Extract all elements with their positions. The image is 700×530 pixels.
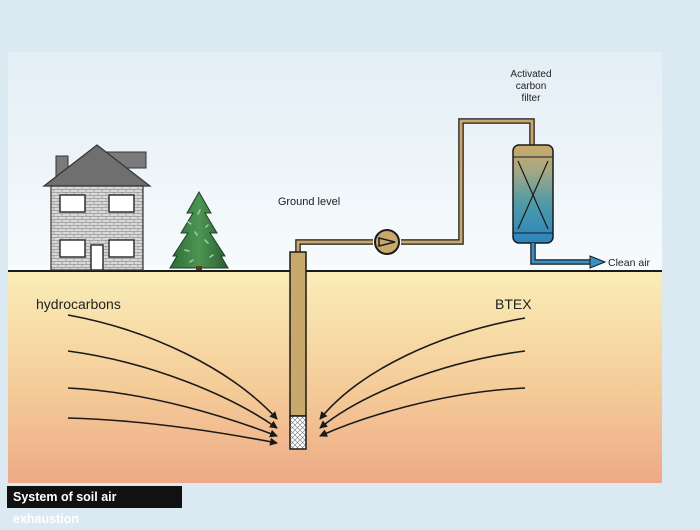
label-clean-air: Clean air: [608, 257, 651, 269]
extraction-well: [289, 251, 307, 450]
pump-icon: [374, 229, 400, 255]
clean-air-arrow-icon: [589, 255, 607, 269]
flow-arrow-right-2: [319, 350, 526, 429]
flow-arrows-right: [319, 317, 526, 437]
outlet-pipe: [531, 243, 592, 264]
carbon-filter: [512, 144, 554, 244]
house-illustration: [42, 144, 152, 271]
label-btex: BTEX: [495, 296, 532, 312]
figure-caption: System of soil air exhaustion: [7, 486, 182, 526]
tree-illustration: [169, 190, 229, 270]
label-ground-level: Ground level: [278, 196, 340, 208]
soil-air-exhaustion-diagram: Ground level Activated carbon filter Cle…: [8, 52, 662, 483]
flow-arrow-left-4: [67, 417, 278, 446]
flow-arrow-right-1: [319, 317, 526, 420]
soil-area: [8, 271, 662, 483]
label-filter-line1: Activated: [510, 69, 551, 80]
flow-arrow-left-2: [67, 350, 278, 429]
flow-arrow-left-1: [67, 314, 278, 420]
label-filter-line3: filter: [522, 93, 542, 104]
flow-arrows-left: [67, 314, 278, 446]
label-filter-line2: carbon: [516, 81, 547, 92]
extraction-pipe-2: [401, 119, 534, 244]
flow-arrow-right-3: [319, 387, 526, 437]
label-hydrocarbons: hydrocarbons: [36, 296, 121, 312]
flow-arrow-left-3: [67, 387, 278, 438]
extraction-pipe-1: [296, 240, 373, 252]
diagram-stage: Ground level Activated carbon filter Cle…: [7, 52, 662, 526]
well-screen: [289, 415, 307, 450]
